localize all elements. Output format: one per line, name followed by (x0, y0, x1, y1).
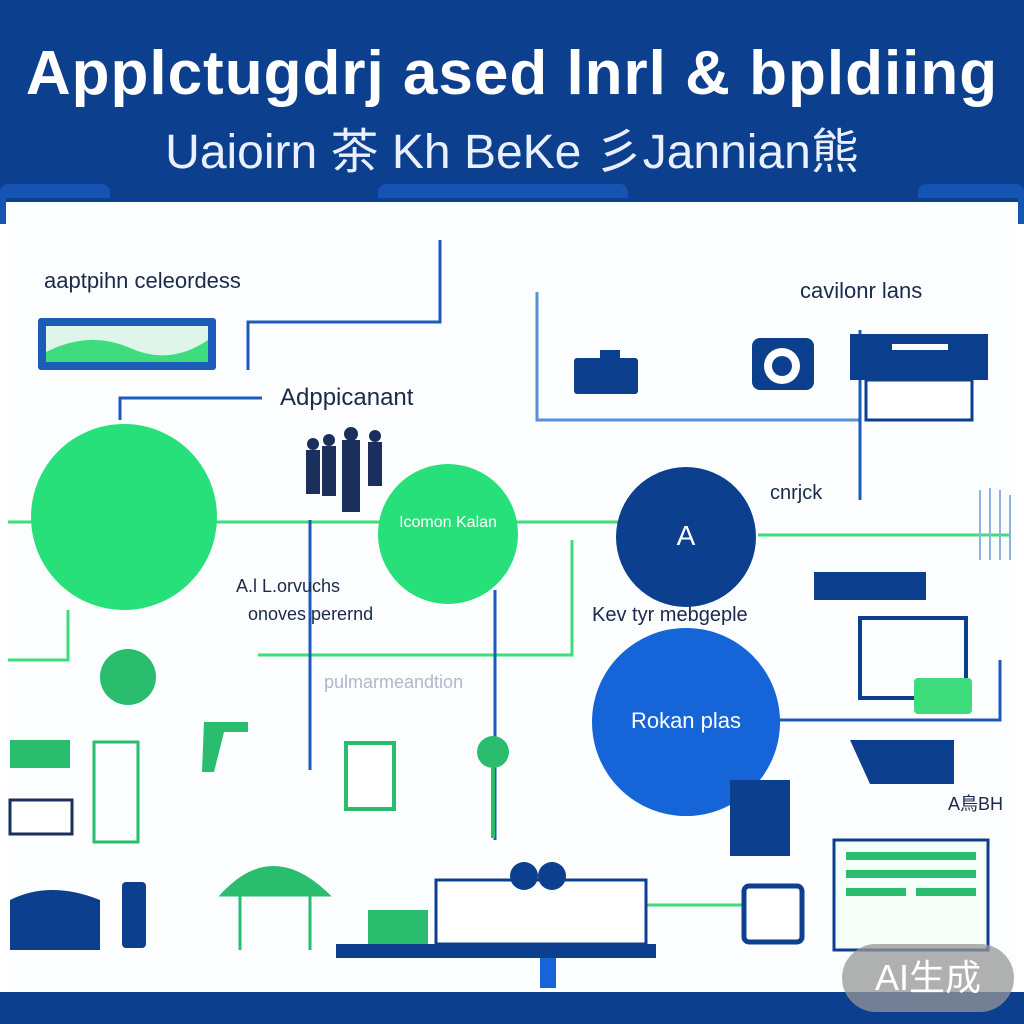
window-panel-icon (850, 334, 988, 422)
right-frame-box (858, 616, 968, 700)
label-top-right: cavilonr lans (800, 278, 923, 303)
gear-device-icon (752, 338, 814, 390)
ai-generated-badge: AI生成 (842, 944, 1014, 1012)
landscape-card-icon (38, 318, 216, 370)
label-right-mid: Kev tyr mebgeple (592, 604, 748, 626)
camera-icon (574, 350, 638, 394)
tablet-icon (741, 883, 805, 945)
header-banner (0, 0, 1024, 205)
right-device-bar (814, 572, 926, 600)
label-applicant: Adppicanant (280, 384, 414, 411)
label-left-mid-2: onoves perernd (248, 604, 374, 624)
connector-mid-green (258, 540, 574, 657)
sofa-icon (10, 890, 100, 950)
right-laptop-shape (850, 740, 954, 784)
connector-left-side (8, 610, 70, 662)
tree-globe-icon (100, 649, 156, 705)
node-green-center-label: Icomon Kalan (399, 514, 497, 531)
gun-shape-icon (202, 722, 248, 772)
node-blue-large (592, 628, 780, 816)
title-line-1: Applctugdrj ased lnrl & bpldiing (25, 39, 999, 108)
bottle-icon (122, 882, 146, 948)
node-blue-large-label: Rokan plas (630, 708, 742, 733)
sign-board-icon (8, 798, 74, 836)
node-green-large (31, 424, 217, 610)
report-sheet-icon (832, 838, 990, 952)
stand-pole-icon (540, 958, 556, 988)
connector-applicant (118, 396, 262, 420)
machinery-cluster-icon (336, 862, 656, 958)
people-icon (306, 427, 382, 512)
connector-top-left (246, 240, 442, 370)
label-right-arrow: cnrjck (770, 482, 823, 504)
title-line-2: Uaioirn 茶 Kh BeKe 彡Jannian熊 (165, 126, 859, 179)
label-right-low: A鳥BH (948, 794, 1004, 814)
label-top-left: aaptpihn celeordess (44, 268, 241, 293)
right-green-card (914, 678, 972, 714)
label-left-mid-1: A.l L.orvuchs (236, 576, 341, 596)
connector-right-low (770, 660, 1002, 722)
plants-left-icon (10, 740, 140, 844)
document-green-icon (344, 741, 396, 811)
bottom-blue-block (730, 780, 790, 856)
node-green-center (378, 464, 518, 604)
label-center-faint: pulmarmeandtion (324, 672, 464, 692)
node-dark-blue (616, 467, 756, 607)
pavilion-icon (218, 866, 332, 950)
node-dark-blue-label: A (676, 520, 696, 551)
tree-right-icon (979, 488, 1011, 560)
connector-top-right-box (535, 292, 860, 422)
tree-center-icon (477, 736, 509, 838)
